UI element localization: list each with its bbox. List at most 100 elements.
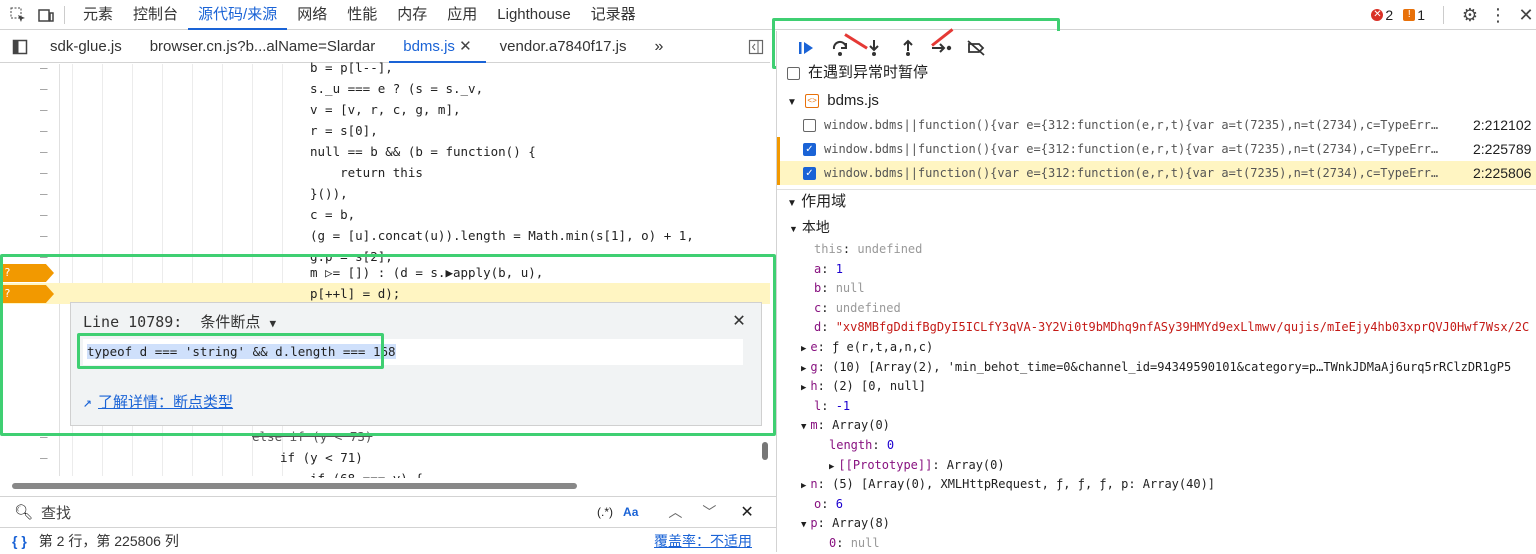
close-icon[interactable]: ✕ — [1518, 4, 1534, 25]
indent-guide — [102, 64, 103, 476]
tab-lighthouse[interactable]: Lighthouse — [497, 5, 571, 23]
code-line: –c = b, — [40, 207, 356, 222]
deactivate-breakpoints-icon[interactable] — [959, 33, 993, 63]
tab-performance[interactable]: 性能 — [347, 5, 378, 23]
breakpoint-item[interactable]: ✓window.bdms||function(){var e={312:func… — [777, 137, 1536, 161]
scope-variable[interactable]: ▶[[Prototype]]: Array(0) — [829, 456, 1005, 476]
match-case-toggle[interactable]: Aa — [623, 505, 639, 519]
learn-more-link[interactable]: ↗了解详情：断点类型 — [83, 391, 233, 412]
scope-variable[interactable]: ▼p: Array(8) — [801, 514, 890, 534]
chevron-down-icon[interactable]: ▼ — [269, 317, 277, 330]
scope-separator: : — [817, 379, 833, 394]
device-toolbar-icon[interactable] — [36, 5, 56, 25]
next-match-icon[interactable]: ﹀ — [702, 504, 717, 520]
step-over-icon[interactable] — [823, 33, 857, 63]
gear-icon[interactable]: ⚙ — [1461, 4, 1479, 25]
file-tab-browser-cn[interactable]: browser.cn.js?b...alName=Slardar — [149, 37, 376, 55]
close-tab-icon[interactable]: ✕ — [459, 37, 472, 55]
breakpoint-checkbox[interactable] — [803, 119, 816, 133]
chevron-right-icon[interactable]: ▶ — [801, 363, 807, 374]
tab-sources[interactable]: 源代码/来源 — [188, 0, 288, 30]
local-scope-header[interactable]: ▼ 本地 — [777, 217, 1536, 237]
chevron-right-icon[interactable]: ▶ — [801, 481, 807, 492]
toggle-navigator-icon[interactable] — [10, 37, 30, 57]
chevron-down-icon[interactable]: ▼ — [801, 520, 807, 531]
scope-value: (2) [0, null] — [832, 379, 927, 394]
scope-variable[interactable]: ▶h: (2) [0, null] — [801, 377, 926, 397]
chevron-right-icon[interactable]: ▶ — [801, 383, 807, 394]
chevron-down-icon[interactable]: ▼ — [789, 224, 798, 234]
scope-separator: : — [821, 320, 836, 335]
breakpoint-item[interactable]: window.bdms||function(){var e={312:funct… — [777, 113, 1536, 137]
chevron-down-icon[interactable]: ▼ — [801, 422, 807, 433]
tab-elements[interactable]: 元素 — [83, 5, 114, 23]
conditional-breakpoint-marker[interactable]: ? — [0, 264, 54, 282]
file-tab-vendor[interactable]: vendor.a7840f17.js — [499, 37, 627, 55]
horizontal-scrollbar[interactable] — [0, 478, 770, 494]
scope-variable[interactable]: c: undefined — [814, 299, 901, 319]
scope-variable[interactable]: a: 1 — [814, 260, 843, 280]
scope-variable[interactable]: ▶g: (10) [Array(2), 'min_behot_time=0&ch… — [801, 358, 1511, 378]
pane-divider[interactable] — [776, 31, 777, 552]
pause-on-exceptions-checkbox[interactable] — [787, 66, 800, 80]
search-input[interactable]: 查找 — [41, 504, 72, 522]
source-file-tabs: sdk-glue.js browser.cn.js?b...alName=Sla… — [0, 31, 770, 63]
scope-variable[interactable]: ▶n: (5) [Array(0), XMLHttpRequest, ƒ, ƒ,… — [801, 475, 1215, 495]
file-tab-bdms[interactable]: bdms.js ✕ — [389, 31, 486, 63]
chevron-down-icon[interactable]: ▼ — [787, 97, 797, 108]
scope-variable[interactable]: d: "xv8MBfgDdifBgDyI5ICLfY3qVA-3Y2Vi0t9b… — [814, 318, 1529, 338]
step-into-icon[interactable] — [857, 33, 891, 63]
step-out-icon[interactable] — [891, 33, 925, 63]
scrollbar-thumb[interactable] — [762, 442, 768, 460]
tab-application[interactable]: 应用 — [447, 5, 478, 23]
scope-variable[interactable]: o: 6 — [814, 495, 843, 515]
file-tab-sdk-glue[interactable]: sdk-glue.js — [50, 37, 122, 55]
step-icon[interactable] — [925, 33, 959, 63]
scope-variable[interactable]: 0: null — [829, 534, 880, 554]
breakpoint-checkbox[interactable]: ✓ — [803, 167, 816, 181]
more-options-icon[interactable]: ⋮ — [1489, 4, 1507, 25]
tab-console[interactable]: 控制台 — [133, 5, 179, 23]
breakpoint-checkbox[interactable]: ✓ — [803, 143, 816, 157]
breakpoint-condition-input[interactable]: typeof d === 'string' && d.length === 16… — [83, 339, 743, 365]
coverage-status[interactable]: 覆盖率：不适用 — [654, 533, 752, 549]
chevron-down-icon[interactable]: ▼ — [787, 198, 797, 209]
scope-variable[interactable]: ▼m: Array(0) — [801, 416, 890, 436]
scope-variable[interactable]: l: -1 — [814, 397, 850, 417]
conditional-breakpoint-marker[interactable]: ? — [0, 285, 54, 303]
tab-recorder[interactable]: 记录器 — [590, 5, 636, 23]
inspect-element-icon[interactable] — [8, 5, 28, 25]
chevron-right-icon[interactable]: ▶ — [801, 344, 807, 354]
breakpoint-type-select[interactable]: 条件断点 — [200, 313, 261, 331]
line-gutter[interactable] — [0, 64, 60, 476]
pretty-print-icon[interactable]: { } — [12, 533, 27, 549]
error-count-badge[interactable]: ✕ 2 — [1371, 7, 1393, 23]
close-search-icon[interactable]: ✕ — [740, 504, 754, 521]
scope-section-header[interactable]: ▼ 作用域 — [777, 189, 1536, 213]
breakpoint-file-group[interactable]: ▼ <> bdms.js — [777, 89, 1536, 113]
resume-icon[interactable] — [789, 33, 823, 63]
scope-variable[interactable]: length: 0 — [829, 436, 894, 456]
toggle-debugger-icon[interactable] — [746, 37, 766, 57]
breakpoint-item-active[interactable]: ✓window.bdms||function(){var e={312:func… — [777, 161, 1536, 185]
tab-memory[interactable]: 内存 — [397, 5, 428, 23]
code-editor[interactable]: –b = p[l--], –s._u === e ? (s = s._v, –v… — [0, 60, 770, 486]
warning-count-badge[interactable]: ! 1 — [1403, 7, 1425, 23]
previous-match-icon[interactable]: ︿ — [668, 504, 683, 520]
pause-on-exceptions-row[interactable]: 在遇到异常时暂停 — [777, 61, 1536, 85]
more-tabs-icon[interactable]: » — [654, 37, 664, 55]
scope-variable[interactable]: b: null — [814, 279, 865, 299]
tab-network[interactable]: 网络 — [297, 5, 328, 23]
scope-separator: : — [836, 536, 851, 550]
regex-toggle[interactable]: (.*) — [597, 505, 614, 519]
scope-value: null — [835, 281, 865, 296]
scope-key: l — [814, 398, 822, 413]
chevron-right-icon[interactable]: ▶ — [829, 461, 835, 472]
vertical-scrollbar[interactable] — [760, 64, 770, 476]
scope-variable[interactable]: this: undefined — [814, 240, 922, 260]
close-icon[interactable]: ✕ — [732, 307, 745, 331]
scrollbar-thumb[interactable] — [12, 483, 577, 489]
indent-guide — [132, 64, 133, 476]
code-line: –if (y < 71) — [40, 450, 363, 465]
scope-variable[interactable]: ▶e: ƒ e(r,t,a,n,c) — [801, 338, 933, 358]
